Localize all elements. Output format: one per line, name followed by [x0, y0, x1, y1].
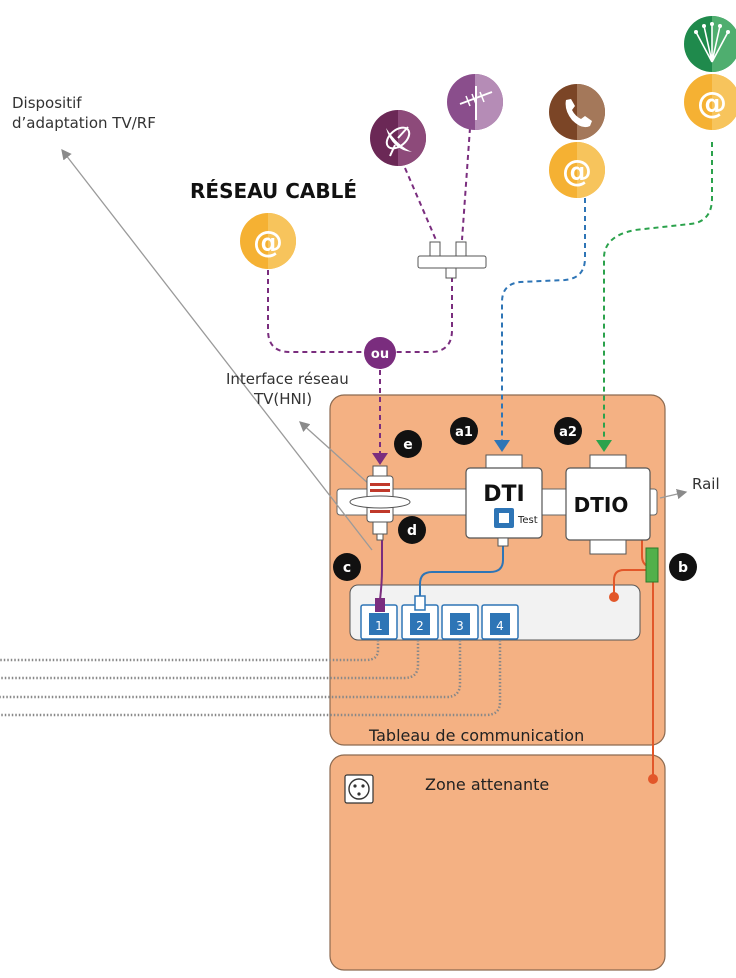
- interface-pointer: [299, 421, 371, 486]
- cable-1: [0, 640, 380, 662]
- zone-title: Zone attenante: [425, 775, 549, 794]
- marker-d-label: d: [407, 523, 417, 539]
- cable-internet-icon: [240, 213, 296, 269]
- splitter-input-1: [429, 241, 441, 257]
- dti-arrow: [494, 440, 510, 452]
- adapter-label-line1: Dispositif: [12, 94, 82, 112]
- hni-pin: [376, 533, 384, 541]
- dti-test-port-hole: [499, 513, 509, 523]
- marker-b: [669, 553, 697, 581]
- marker-a2: [554, 417, 582, 445]
- outlet-power-dot: [648, 774, 658, 784]
- power-outlet-icon: [344, 774, 374, 804]
- marker-c-label: c: [343, 560, 351, 576]
- tv-patch-cord: [379, 540, 383, 601]
- marker-e: [394, 430, 422, 458]
- dtio-bottom-connector: [589, 539, 627, 555]
- satellite-line: [404, 167, 437, 241]
- fiber-line: [603, 142, 713, 440]
- cable-at-sign: @: [253, 225, 283, 260]
- interface-label-line2: TV(HNI): [253, 390, 312, 408]
- power-block: [645, 547, 659, 583]
- hni-clip: [349, 495, 411, 509]
- phone-patch-cord: [419, 545, 504, 600]
- marker-a2-label: a2: [559, 425, 577, 440]
- dti-bottom-connector: [497, 537, 509, 547]
- splitter-input-2: [455, 241, 467, 257]
- hni-bottom-nut: [372, 521, 388, 535]
- phone-icon: [549, 84, 605, 140]
- port-3: [441, 604, 479, 640]
- port-4: [481, 604, 519, 640]
- interface-label-line1: Interface réseau: [226, 370, 349, 388]
- cable-2: [0, 640, 420, 680]
- phone-internet-icon: [549, 142, 605, 198]
- rail-label: Rail: [692, 475, 720, 493]
- fiber-optic-icon: [684, 16, 736, 72]
- antenna-line: [461, 127, 471, 241]
- fiber-internet-icon: [684, 74, 736, 130]
- satellite-dish-icon: [370, 110, 426, 166]
- tv-antenna-icon: [447, 74, 503, 130]
- port-2: [401, 604, 439, 640]
- dti-label: DTI: [483, 482, 524, 507]
- fiber-at-sign: @: [697, 86, 727, 121]
- marker-d: [398, 516, 426, 544]
- phone-at-sign: @: [562, 154, 592, 189]
- port-4-label: 4: [496, 619, 504, 633]
- dtio-label: DTIO: [574, 493, 629, 517]
- phone-plug: [414, 595, 426, 611]
- cable-network-label: RÉSEAU CABLÉ: [190, 179, 357, 203]
- dtio-arrow: [596, 440, 612, 452]
- strip-power-dot: [609, 592, 619, 602]
- test-label: Test: [517, 515, 538, 526]
- marker-b-label: b: [678, 560, 688, 576]
- hni-stripe-1: [370, 483, 390, 486]
- marker-a1: [450, 417, 478, 445]
- satellite-antenna-line: [394, 268, 453, 353]
- adapter-pointer: [61, 148, 373, 551]
- or-badge: [364, 337, 396, 369]
- adjacent-zone-panel: [329, 754, 666, 971]
- marker-a1-label: a1: [455, 425, 473, 440]
- splitter-output: [445, 267, 457, 279]
- hni-stripe-3: [370, 510, 390, 513]
- hni-arrow: [372, 453, 388, 465]
- port-3-label: 3: [456, 619, 464, 633]
- marker-c: [333, 553, 361, 581]
- rail-pointer: [659, 488, 688, 500]
- strip-power-cord: [613, 569, 648, 597]
- or-badge-label: ou: [371, 347, 389, 362]
- marker-e-label: e: [403, 437, 413, 453]
- adapter-label-line2: d’adaptation TV/RF: [12, 114, 156, 132]
- port-1-label: 1: [375, 619, 383, 633]
- hni-stripe-2: [370, 489, 390, 492]
- port-1: [360, 604, 398, 640]
- tv-plug: [375, 598, 385, 612]
- port-2-label: 2: [416, 619, 424, 633]
- hni-top-nut: [372, 465, 388, 477]
- cable-network-line: [267, 270, 368, 353]
- panel-title: Tableau de communication: [368, 726, 584, 745]
- splitter-body: [417, 255, 487, 269]
